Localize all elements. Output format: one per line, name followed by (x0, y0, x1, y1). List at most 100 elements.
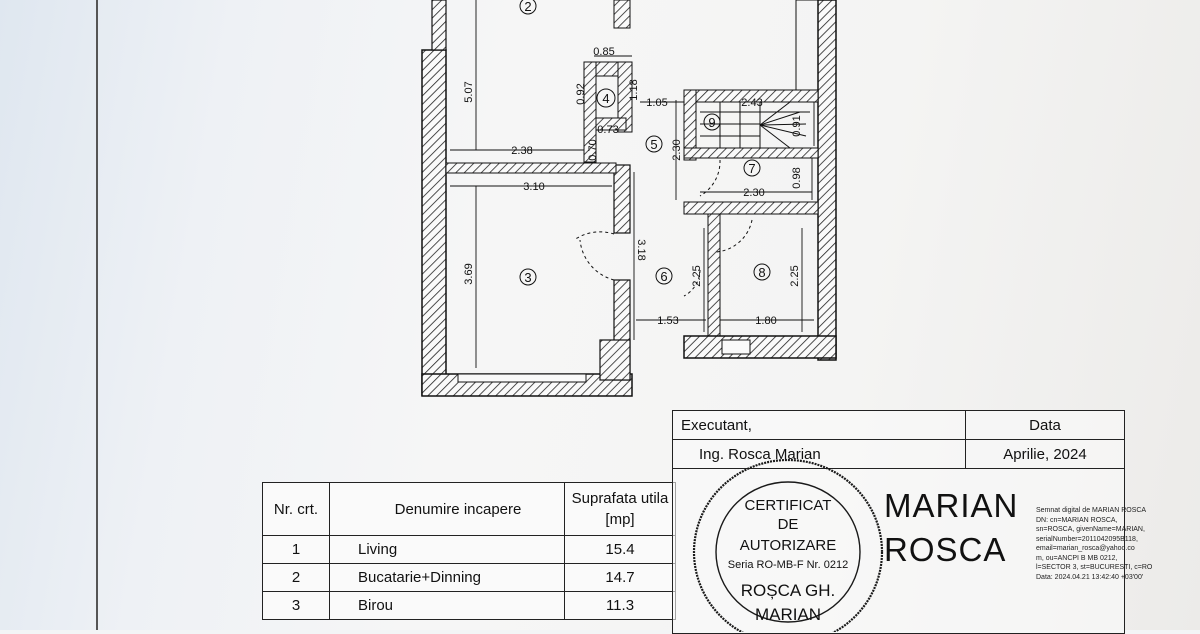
row-nr: 2 (262, 563, 330, 592)
svg-text:4: 4 (602, 91, 609, 106)
room-marker-9: 9 (703, 113, 721, 131)
wall-room4-right (617, 61, 633, 133)
svg-text:3: 3 (524, 270, 531, 285)
row-area: 14.7 (564, 563, 676, 592)
room-marker-7: 7 (743, 159, 761, 177)
svg-text:5: 5 (650, 137, 657, 152)
row-area: 15.4 (564, 535, 676, 564)
svg-text:7: 7 (748, 161, 755, 176)
row-name: Bucatarie+Dinning (329, 563, 565, 592)
wall-kitchen-right (613, 0, 631, 29)
svg-text:2: 2 (524, 0, 531, 14)
dim-180: 1.80 (755, 315, 776, 327)
table-row: 3 Birou 11.3 (262, 591, 676, 620)
stairs (700, 101, 810, 149)
svg-text:6: 6 (660, 269, 667, 284)
dim-098: 0.98 (791, 167, 803, 188)
wall-stair-left (683, 89, 697, 161)
signature-meta-line: serialNumber=2011042095B118, (1036, 535, 1138, 543)
dim-243: 2.43 (741, 97, 762, 109)
wall-bottom-right (683, 335, 837, 359)
dim-118: 1.18 (628, 79, 640, 100)
wall-right-inner (795, 0, 819, 91)
dim-091: 0.91 (791, 115, 803, 136)
stamp-line-2: DE (778, 516, 799, 533)
wall-room4-bottom (595, 117, 627, 131)
authorization-stamp: CERTIFICAT DE AUTORIZARE Seria RO-MB-F N… (692, 458, 884, 632)
dim-092: 0.92 (575, 83, 587, 104)
header-name: Denumire incapere (329, 482, 565, 536)
signature-meta-line: sn=ROSCA, givenName=MARIAN, (1036, 526, 1145, 533)
wall-room4-left (583, 61, 597, 163)
door-swing-room8 (715, 219, 753, 253)
stamp-line-3: AUTORIZARE (740, 537, 836, 554)
signature-meta-line: Semnat digital de MARIAN ROSCA (1036, 507, 1147, 514)
stamp-line-6: MARIAN (755, 605, 821, 624)
wall-left-upper (431, 0, 447, 51)
dim-230h: 2.30 (743, 187, 764, 199)
stamp-line-4: Seria RO-MB-F Nr. 0212 (728, 559, 848, 571)
row-nr: 3 (262, 591, 330, 620)
wall-right (817, 0, 837, 361)
room-marker-8: 8 (753, 263, 771, 281)
door-swing-room6 (683, 269, 701, 297)
signature-meta-line: DN: cn=MARIAN ROSCA, (1036, 516, 1118, 524)
dim-153: 1.53 (657, 315, 678, 327)
date-value: Aprilie, 2024 (965, 439, 1125, 469)
dim-070: 0.70 (587, 139, 599, 160)
room-marker-4: 4 (596, 88, 616, 108)
wall-room7-bottom (683, 201, 819, 215)
digital-signature-name: MARIAN ROSCA (884, 484, 1018, 572)
dim-369: 3.69 (463, 263, 475, 284)
signature-first-name: MARIAN (884, 487, 1019, 524)
door-swing-birou (573, 231, 615, 241)
date-label: Data (965, 410, 1125, 440)
dim-238: 2.38 (511, 145, 532, 157)
dim-318: 3.18 (635, 239, 647, 260)
signature-last-name: ROSCA (884, 531, 1007, 568)
dimension-lines (450, 0, 815, 368)
room-marker-3: 3 (519, 268, 537, 286)
sheet-edge (68, 0, 98, 630)
signature-meta-line: m, ou=ANCPI B MB 0212, (1036, 554, 1118, 562)
dim-225a: 2.25 (691, 265, 703, 286)
wall-room8-left (707, 213, 721, 355)
header-area: Suprafata utila [mp] (564, 482, 676, 536)
door-swing-room7 (699, 159, 721, 197)
window-room8 (721, 339, 751, 355)
svg-text:8: 8 (758, 265, 765, 280)
room-marker-5: 5 (645, 135, 663, 153)
signature-meta-line: l=SECTOR 3, st=BUCURESTI, c=RO (1036, 564, 1153, 571)
window-bottom (457, 373, 587, 383)
dim-073: 0.73 (597, 124, 618, 136)
wall-stair-bottom (683, 147, 819, 159)
dim-507: 5.07 (463, 81, 475, 102)
room-marker-2: 2 (519, 0, 537, 15)
dim-230v: 2.30 (671, 139, 683, 160)
digital-signature-meta: Semnat digital de MARIAN ROSCA DN: cn=MA… (1036, 506, 1196, 582)
door-swing-birou-2 (579, 239, 615, 281)
stamp-line-5: ROȘCA GH. (741, 581, 835, 600)
signature-meta-line: email=marian_rosca@yahoo.co (1036, 545, 1135, 552)
signature-box (672, 468, 1125, 634)
wall-left (421, 49, 447, 396)
executant-table: Executant, Data Ing. Rosca Marian Aprili… (672, 410, 1125, 634)
table-row: 2 Bucatarie+Dinning 14.7 (262, 563, 676, 592)
dim-105: 1.05 (646, 97, 667, 109)
room-marker-6: 6 (655, 267, 673, 285)
executant-label: Executant, (672, 410, 966, 440)
dim-225b: 2.25 (789, 265, 801, 286)
row-name: Birou (329, 591, 565, 620)
wall-partition-birou (445, 162, 617, 174)
header-nr: Nr. crt. (262, 482, 330, 536)
wall-birou-corner (599, 339, 631, 381)
stamp-line-1: CERTIFICAT (745, 497, 832, 514)
wall-birou-right-top (613, 164, 631, 234)
row-name: Living (329, 535, 565, 564)
dim-310: 3.10 (523, 181, 544, 193)
svg-text:9: 9 (708, 115, 715, 130)
dim-085: 0.85 (593, 46, 614, 58)
row-area: 11.3 (564, 591, 676, 620)
signature-meta-line: Data: 2024.04.21 13:42:40 +03'00' (1036, 573, 1144, 581)
